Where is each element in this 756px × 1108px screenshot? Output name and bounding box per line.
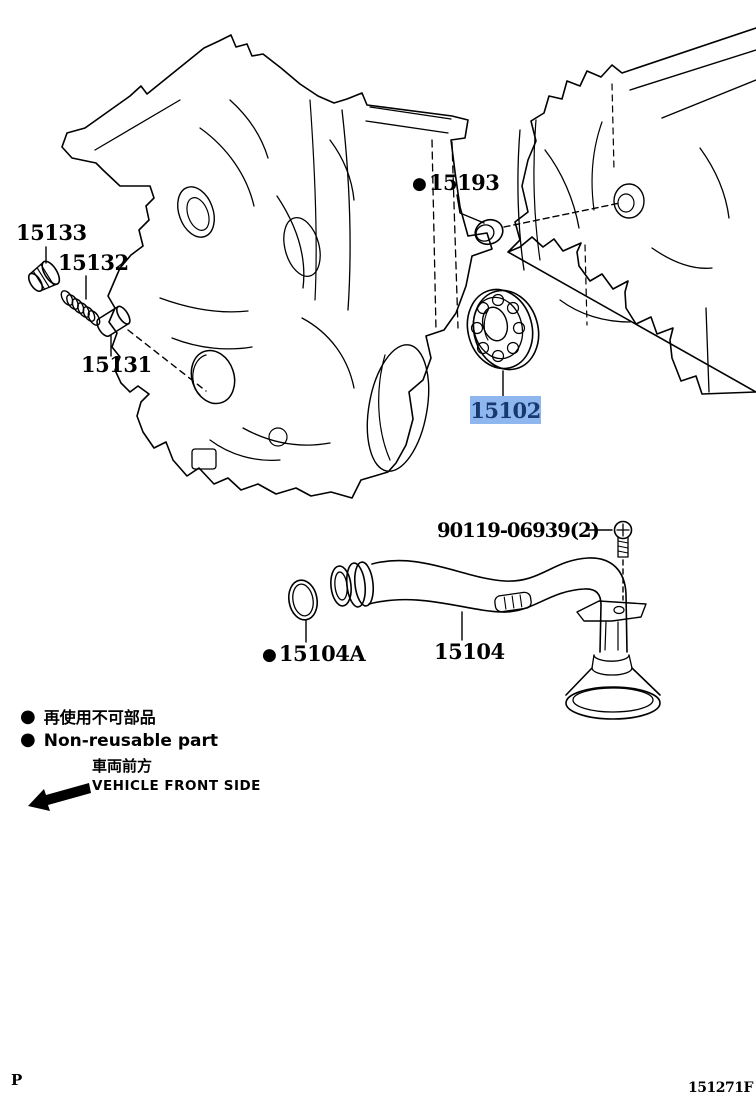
page-code: P <box>11 1071 22 1089</box>
vehicle-front-label-en: VEHICLE FRONT SIDE <box>92 778 261 794</box>
part-label-15132[interactable]: 15132 <box>58 250 129 275</box>
part-label-15133[interactable]: 15133 <box>16 220 87 245</box>
part-label-15131[interactable]: 15131 <box>81 352 152 377</box>
legend-non-reusable-en: ● Non-reusable part <box>20 731 218 750</box>
figure-code: 151271F <box>688 1080 753 1096</box>
legend-jp-text: 再使用不可部品 <box>43 708 156 727</box>
vehicle-front-label-jp: 車両前方 <box>92 757 153 775</box>
part-label-15193[interactable]: ●15193 <box>412 170 500 195</box>
crankshaft-seal-drawing <box>474 218 504 246</box>
vehicle-front-arrow-icon <box>28 783 91 811</box>
part-number-text: 15104A <box>278 641 366 666</box>
relief-valve-piston-drawing <box>96 305 131 338</box>
non-reusable-bullet-icon: ● <box>262 645 277 665</box>
part-number-text: 15193 <box>428 170 500 195</box>
relief-valve-plug-drawing <box>27 260 61 292</box>
legend-en-text: Non-reusable part <box>43 731 218 751</box>
non-reusable-bullet-icon: ● <box>20 729 36 750</box>
leader-lines <box>45 194 624 643</box>
oil-strainer-drawing <box>330 557 661 720</box>
part-label-15102-highlighted[interactable]: 15102 <box>470 396 541 424</box>
non-reusable-bullet-icon: ● <box>20 706 36 727</box>
engine-block-drawing <box>507 27 756 395</box>
strainer-bolt-drawing <box>613 520 633 558</box>
non-reusable-bullet-icon: ● <box>412 174 427 194</box>
oil-pump-rotor-drawing <box>466 288 540 371</box>
part-label-90119-06939[interactable]: 90119-06939(2) <box>437 519 600 542</box>
timing-cover-drawing <box>61 34 493 499</box>
part-label-15104[interactable]: 15104 <box>434 639 505 664</box>
relief-valve-spring-drawing <box>60 290 101 326</box>
part-label-15104A[interactable]: ●15104A <box>262 641 366 666</box>
legend-non-reusable-jp: ● 再使用不可部品 <box>20 708 156 726</box>
o-ring-drawing <box>287 579 319 621</box>
